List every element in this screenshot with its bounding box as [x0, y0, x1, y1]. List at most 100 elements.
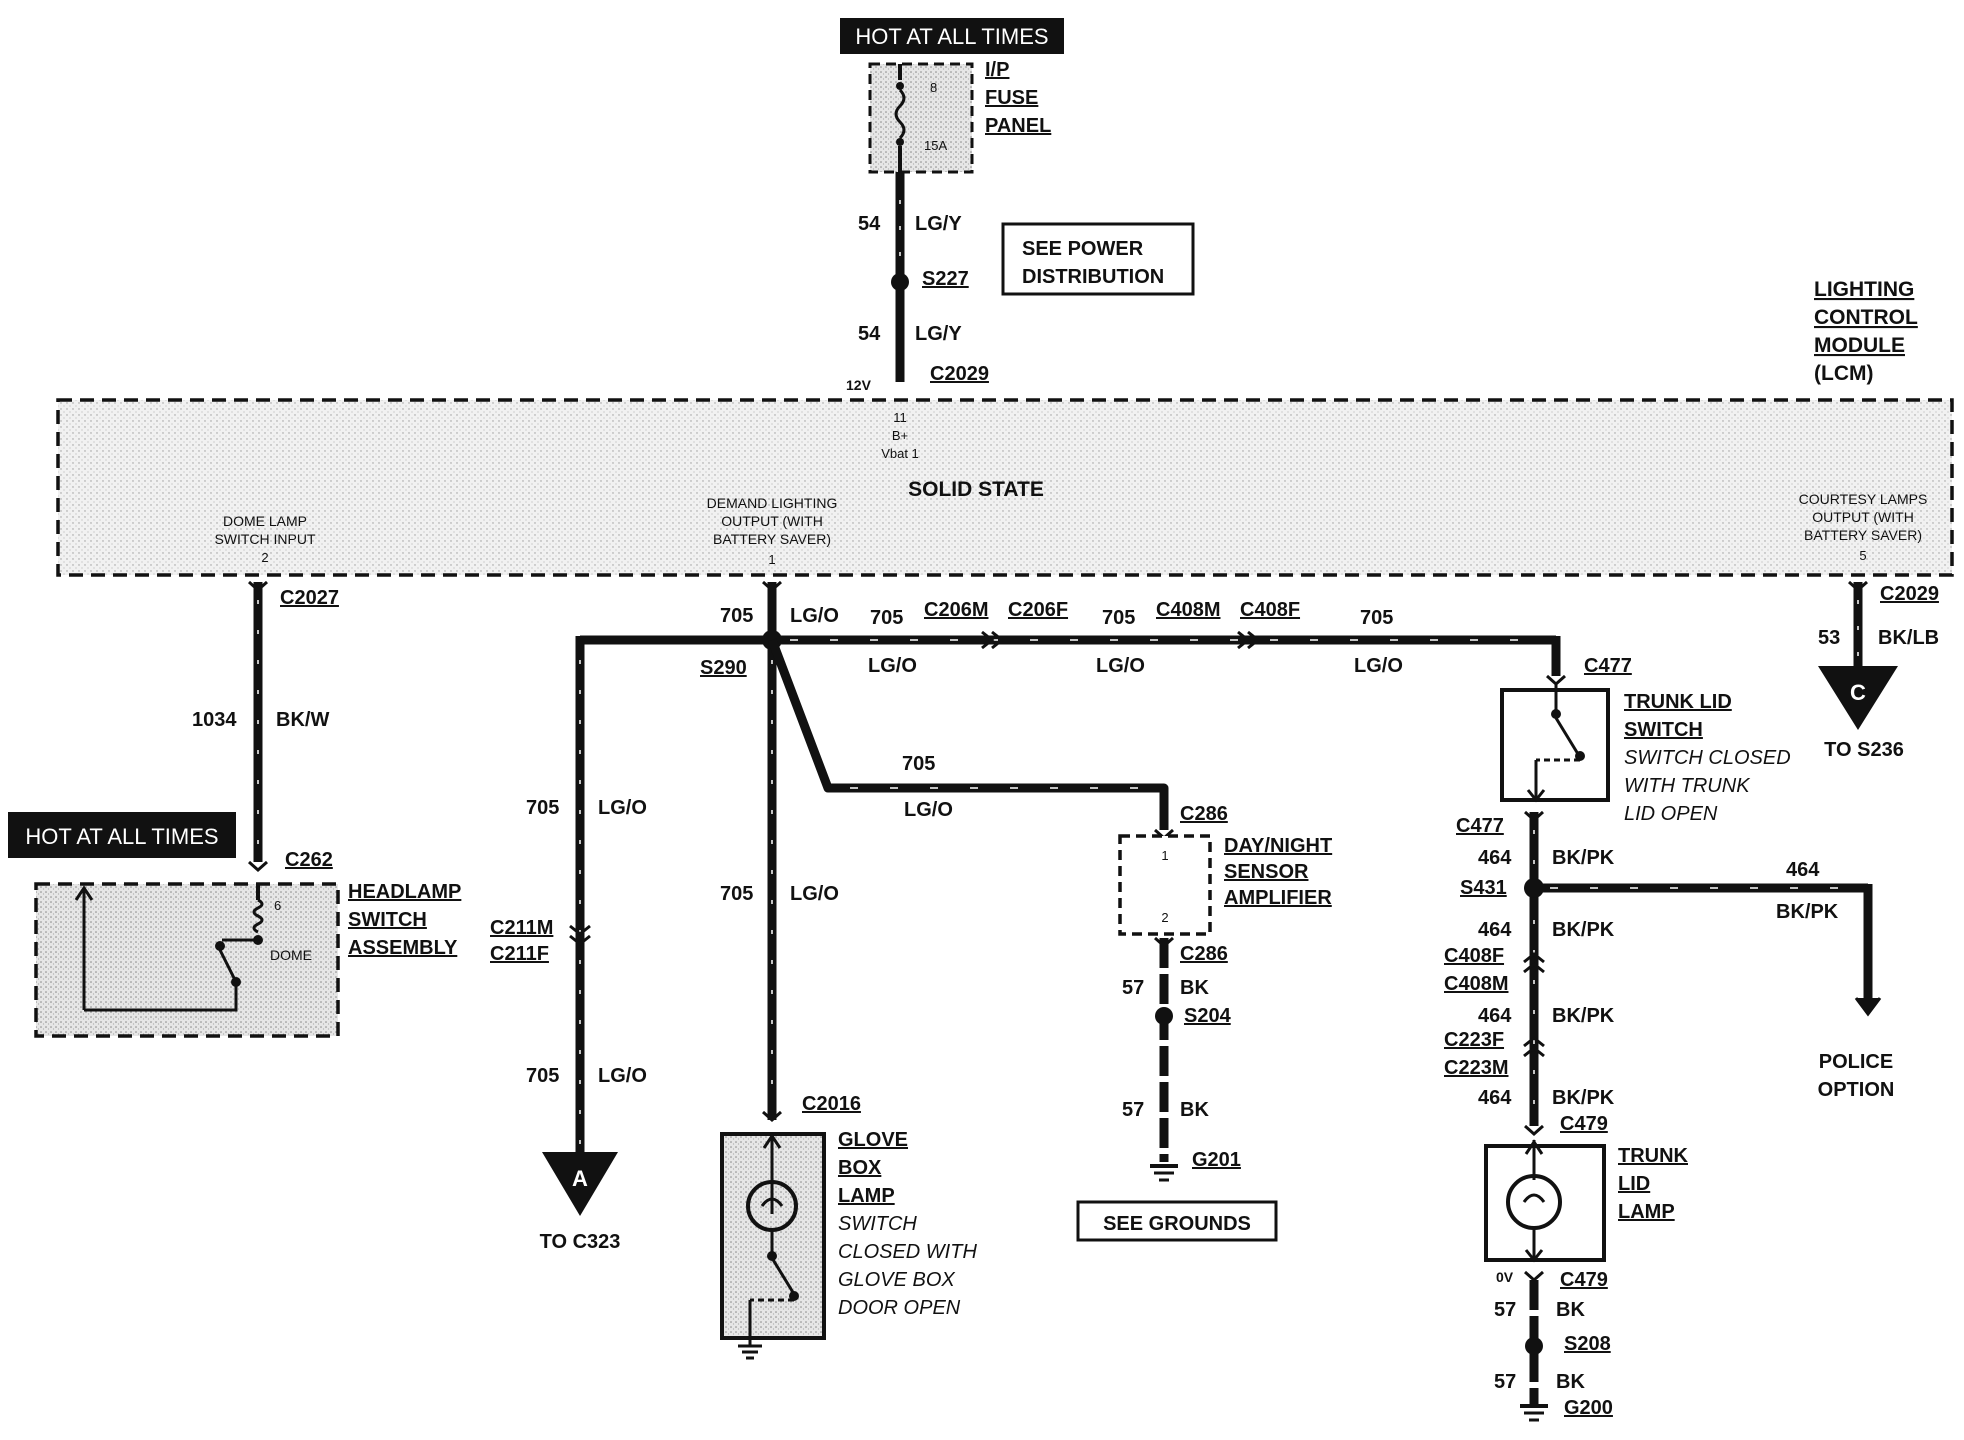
lcm-v12-label: 12V — [846, 377, 872, 393]
fuse-element-icon — [894, 88, 906, 140]
fuse-panel-fuse-rating-label: 15A — [924, 138, 947, 153]
ip-fuse-panel: 8 15A — [868, 62, 974, 174]
ground-icon-g201 — [1150, 1164, 1178, 1182]
ground-icon-glove — [738, 1344, 762, 1360]
wires-w53-label: 53 — [1818, 627, 1840, 649]
connector-c2029-top: C2029 — [930, 363, 989, 385]
headlamp-line1-label: HEADLAMP — [348, 881, 461, 903]
refs-police1-label: POLICE — [1819, 1051, 1893, 1073]
wires-w57-label: 57 — [1122, 1099, 1144, 1121]
connectors-c408f-label: C408F — [1240, 599, 1300, 621]
wires-lgy-label: LG/Y — [915, 213, 962, 235]
wires-w705-label: 705 — [720, 883, 753, 905]
connectors-s290-label: S290 — [700, 657, 747, 679]
glove-t1-label: GLOVE — [838, 1129, 908, 1151]
fuse-panel-fuse-number-label: 8 — [930, 80, 937, 95]
connector-c477-top-icon — [1546, 674, 1566, 687]
connectors-c211m-label: C211M — [490, 917, 553, 939]
connectors-s431-label: S431 — [1460, 877, 1507, 899]
switch-contact-icon — [218, 949, 238, 983]
wire-464-police-option — [1534, 883, 1882, 1017]
daynight-line2-label: SENSOR — [1224, 861, 1309, 883]
see-power-distribution-box: SEE POWER DISTRIBUTION — [1001, 222, 1195, 296]
wires-lgo-label: LG/O — [598, 1065, 647, 1087]
lcm-courtesy1-label: COURTESY LAMPS — [1799, 491, 1928, 507]
connectors-s204-label: S204 — [1184, 1005, 1232, 1027]
hot-at-all-times-label: HOT AT ALL TIMES — [25, 824, 218, 849]
connectors-c408f-label: C408F — [1444, 945, 1504, 967]
wires-w705-label: 705 — [526, 797, 559, 819]
hot-at-all-times-label: HOT AT ALL TIMES — [855, 24, 1048, 49]
connectors-c262-label: C262 — [285, 849, 333, 871]
wires-w464-label: 464 — [1478, 919, 1512, 941]
glove-t3-label: LAMP — [838, 1185, 895, 1207]
wire-705-to-c323 — [575, 635, 772, 1160]
fuse-panel-label-3: PANEL — [985, 115, 1051, 137]
fuse-panel-label-2: FUSE — [985, 87, 1038, 109]
hot-at-all-times-top-label: HOT AT ALL TIMES — [840, 18, 1064, 54]
wires-bk-label: BK — [1556, 1371, 1585, 1393]
wires-lgo-label: LG/O — [790, 605, 839, 627]
wires-bkpk-label: BK/PK — [1552, 919, 1615, 941]
lcm-title-4: (LCM) — [1814, 362, 1873, 385]
trunk-lid-switch — [1500, 684, 1610, 803]
connectors-c2027-label: C2027 — [280, 587, 339, 609]
connector-c479-bottom-icon — [1524, 1270, 1544, 1283]
glove-switch-contact-icon — [770, 1257, 796, 1295]
connectors-c211f-label: C211F — [490, 943, 549, 965]
connector-c408-trunk-icon — [1523, 952, 1545, 974]
wires-bkpk-label: BK/PK — [1552, 1005, 1615, 1027]
splice-s208-icon — [1525, 1337, 1543, 1355]
wires-w57-label: 57 — [1122, 977, 1144, 999]
connector-c479-top-icon — [1524, 1124, 1544, 1137]
connector-c223-icon — [1523, 1036, 1545, 1058]
trunk-lamp-t3-label: LAMP — [1618, 1201, 1675, 1223]
glove-d1-label: SWITCH — [838, 1213, 917, 1235]
connectors-c408m-label: C408M — [1156, 599, 1220, 621]
headlamp-dome-label: DOME — [270, 947, 312, 963]
glove-d2-label: CLOSED WITH — [838, 1241, 977, 1263]
connectors-c286-label: C286 — [1180, 803, 1228, 825]
lcm-courtesy3-label: BATTERY SAVER) — [1804, 527, 1922, 543]
wires-w54-label: 54 — [858, 213, 881, 235]
connectors-c2016-label: C2016 — [802, 1093, 861, 1115]
connectors-c2029-label: C2029 — [1880, 583, 1939, 605]
connector-c206-icon — [981, 630, 1005, 650]
wires-w705-label: 705 — [902, 753, 935, 775]
lcm-demand-pin-label: 1 — [768, 552, 775, 567]
fuse-top-terminal-icon — [896, 82, 904, 90]
headlamp-line3-label: ASSEMBLY — [348, 937, 458, 959]
wires-bkpk-label: BK/PK — [1776, 901, 1839, 923]
connector-c211-icon — [569, 924, 591, 946]
see-grounds-box: SEE GROUNDS — [1076, 1200, 1278, 1242]
trunk-switch-t2-label: SWITCH — [1624, 719, 1703, 741]
splice-s227-icon — [891, 273, 909, 291]
connectors-c206f-label: C206F — [1008, 599, 1068, 621]
see-power-line1-label: SEE POWER — [1022, 238, 1144, 260]
wires-w464-label: 464 — [1478, 1087, 1512, 1109]
lcm-dome-input1-label: DOME LAMP — [223, 513, 307, 529]
wires-w705-label: 705 — [1360, 607, 1393, 629]
lcm-dome-input2-label: SWITCH INPUT — [214, 531, 316, 547]
connectors-c223m-label: C223M — [1444, 1057, 1508, 1079]
daynight-line3-label: AMPLIFIER — [1224, 887, 1332, 909]
see-power-line2-label: DISTRIBUTION — [1022, 266, 1164, 288]
wire-705-to-sensor — [767, 638, 1169, 830]
connectors-g201-label: G201 — [1192, 1149, 1241, 1171]
glove-box-lamp — [720, 1132, 826, 1346]
wires-lgo-label: LG/O — [1354, 655, 1403, 677]
wires-w1034-label: 1034 — [192, 709, 237, 731]
hot-at-all-times-left-label: HOT AT ALL TIMES — [8, 812, 236, 858]
lcm-courtesy-pin-label: 5 — [1859, 548, 1866, 563]
connectors-c286-label: C286 — [1180, 943, 1228, 965]
trunk-lamp-t1-label: TRUNK — [1618, 1145, 1689, 1167]
see-grounds-label: SEE GROUNDS — [1103, 1213, 1251, 1235]
lcm-pin11-label: 11 — [893, 410, 907, 425]
glove-t2-label: BOX — [838, 1157, 882, 1179]
trunk-switch-t1-label: TRUNK LID — [1624, 691, 1732, 713]
to-s236-label: TO S236 — [1824, 739, 1904, 761]
wires-lgo-label: LG/O — [904, 799, 953, 821]
wires-w705-label: 705 — [1102, 607, 1135, 629]
connectors-c479-label: C479 — [1560, 1113, 1608, 1135]
connector-c262-icon — [248, 860, 268, 873]
